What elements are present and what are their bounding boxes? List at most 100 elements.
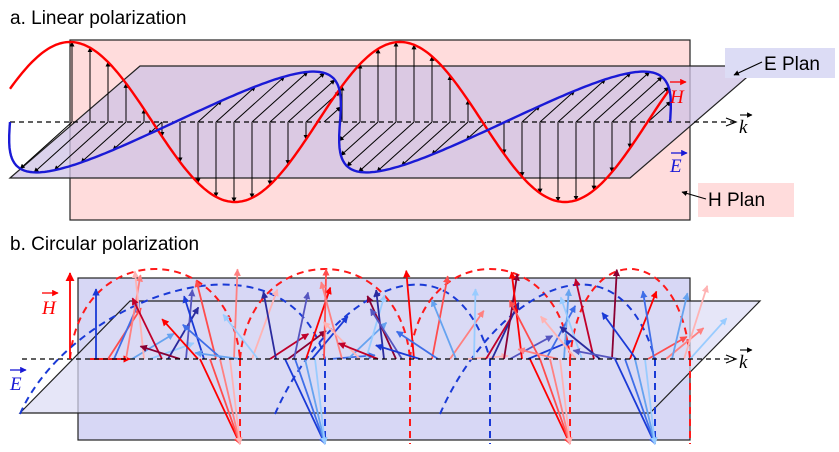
e-field-arrow <box>131 332 175 360</box>
fan-arrow <box>539 358 572 445</box>
e-field-arrow <box>233 76 285 123</box>
h-field-arrow <box>125 274 143 360</box>
e-vector-label-a: E <box>669 149 688 177</box>
h-field-arrow <box>517 347 559 360</box>
h-plane-label: H Plan <box>708 190 765 211</box>
h-field-arrow <box>665 327 705 360</box>
e-field-arrow <box>287 79 336 123</box>
h-field-arrow <box>269 333 310 360</box>
e-field-arrow <box>323 106 342 123</box>
e-field-arrow <box>509 335 554 360</box>
e-field-arrow <box>358 121 415 173</box>
e-field-arrow <box>431 121 469 156</box>
h-field-arrow <box>139 344 181 360</box>
e-plane-label: E Plan <box>764 54 820 75</box>
svg-text:E: E <box>669 156 682 177</box>
fan-arrow <box>314 358 328 445</box>
h-plane-pointer <box>681 190 707 200</box>
h-field-arrow <box>233 268 241 360</box>
e-field-arrow <box>251 71 309 123</box>
circular-field-vectors <box>19 268 728 445</box>
svg-text:k: k <box>739 352 748 373</box>
e-plane-pointer <box>733 61 763 76</box>
fan-arrow <box>294 358 327 445</box>
fan-arrow <box>229 358 243 445</box>
fan-arrow <box>209 358 242 445</box>
e-field-arrow <box>182 295 205 360</box>
circular-heading: b. Circular polarization <box>10 234 199 255</box>
e-field-arrow <box>293 291 311 360</box>
e-field-arrow <box>465 121 487 141</box>
linear-field-vectors <box>19 41 672 203</box>
e-field-arrow <box>491 301 520 360</box>
e-field-arrow <box>197 100 223 123</box>
e-vector-label-b: E <box>9 366 27 395</box>
e-field-arrow <box>340 121 379 156</box>
e-field-arc <box>439 283 656 415</box>
e-field-arrow <box>19 121 73 169</box>
fan-arrow <box>219 358 243 445</box>
k-axis-arrowhead-a <box>725 117 738 127</box>
e-field-arrow <box>401 121 451 167</box>
fan-arrow <box>304 358 328 445</box>
e-field-arrow <box>629 86 670 123</box>
e-field-arrow <box>539 90 575 123</box>
e-field-arrow <box>557 78 606 123</box>
e-field-arrow <box>112 121 145 151</box>
e-field-arrow <box>215 86 256 123</box>
e-field-arrow <box>33 121 91 173</box>
fan-arrow <box>199 358 241 445</box>
fan-arrow <box>549 358 573 445</box>
h-vector-label-b: H <box>41 289 59 319</box>
e-field-arrow <box>640 290 655 360</box>
h-field-arrow <box>540 315 577 360</box>
h-field-arc <box>409 268 571 360</box>
e-field-arrow <box>593 71 650 123</box>
h-field-arrow <box>251 288 279 360</box>
e-field-arrow <box>375 343 421 360</box>
e-field-arrow <box>647 101 672 123</box>
h-field-arrow <box>322 321 361 360</box>
fan-arrow <box>529 358 571 445</box>
h-field-arrow <box>629 290 658 360</box>
svg-text:E: E <box>9 374 22 395</box>
h-field-arrow <box>131 297 163 360</box>
e-field-arrow <box>471 288 479 360</box>
e-field-arrow <box>222 314 259 360</box>
e-field-arrow <box>365 294 387 360</box>
svg-text:H: H <box>41 298 57 319</box>
e-field-arrow <box>376 121 433 172</box>
k-axis-arrowhead-b <box>725 354 738 364</box>
h-field-arrow <box>647 335 688 360</box>
e-field-wave-a <box>7 70 672 174</box>
e-field-arrow <box>369 308 403 360</box>
e-field-arrow <box>572 348 619 360</box>
e-field-arrow <box>671 292 690 360</box>
fan-arrow <box>624 358 657 445</box>
e-field-arrow <box>261 291 277 360</box>
svg-text:k: k <box>739 117 748 138</box>
e-field-arrow <box>311 315 349 360</box>
fan-arrow <box>284 358 326 445</box>
svg-text:H: H <box>669 87 685 108</box>
linear-heading: a. Linear polarization <box>10 8 186 29</box>
h-field-arrow <box>683 285 709 360</box>
h-field-arrow <box>194 279 217 360</box>
k-vector-label-b: k <box>739 347 753 373</box>
e-field-arrow <box>689 317 728 360</box>
h-field-arrow <box>508 299 541 360</box>
h-plane-label-box <box>698 183 794 217</box>
e-field-arrow <box>346 121 397 167</box>
e-field-arrow <box>611 76 663 123</box>
e-field-arrow <box>575 72 632 123</box>
e-field-arrow <box>182 324 223 360</box>
h-field-arrow <box>337 342 379 360</box>
e-field-arrow <box>54 121 109 171</box>
h-field-arrow <box>403 269 415 360</box>
e-field-arrow <box>563 288 572 360</box>
e-field-arrow <box>167 306 200 360</box>
k-vector-label-a: k <box>739 112 753 138</box>
h-field-arrow <box>161 318 199 360</box>
fan-arrow <box>644 358 658 445</box>
